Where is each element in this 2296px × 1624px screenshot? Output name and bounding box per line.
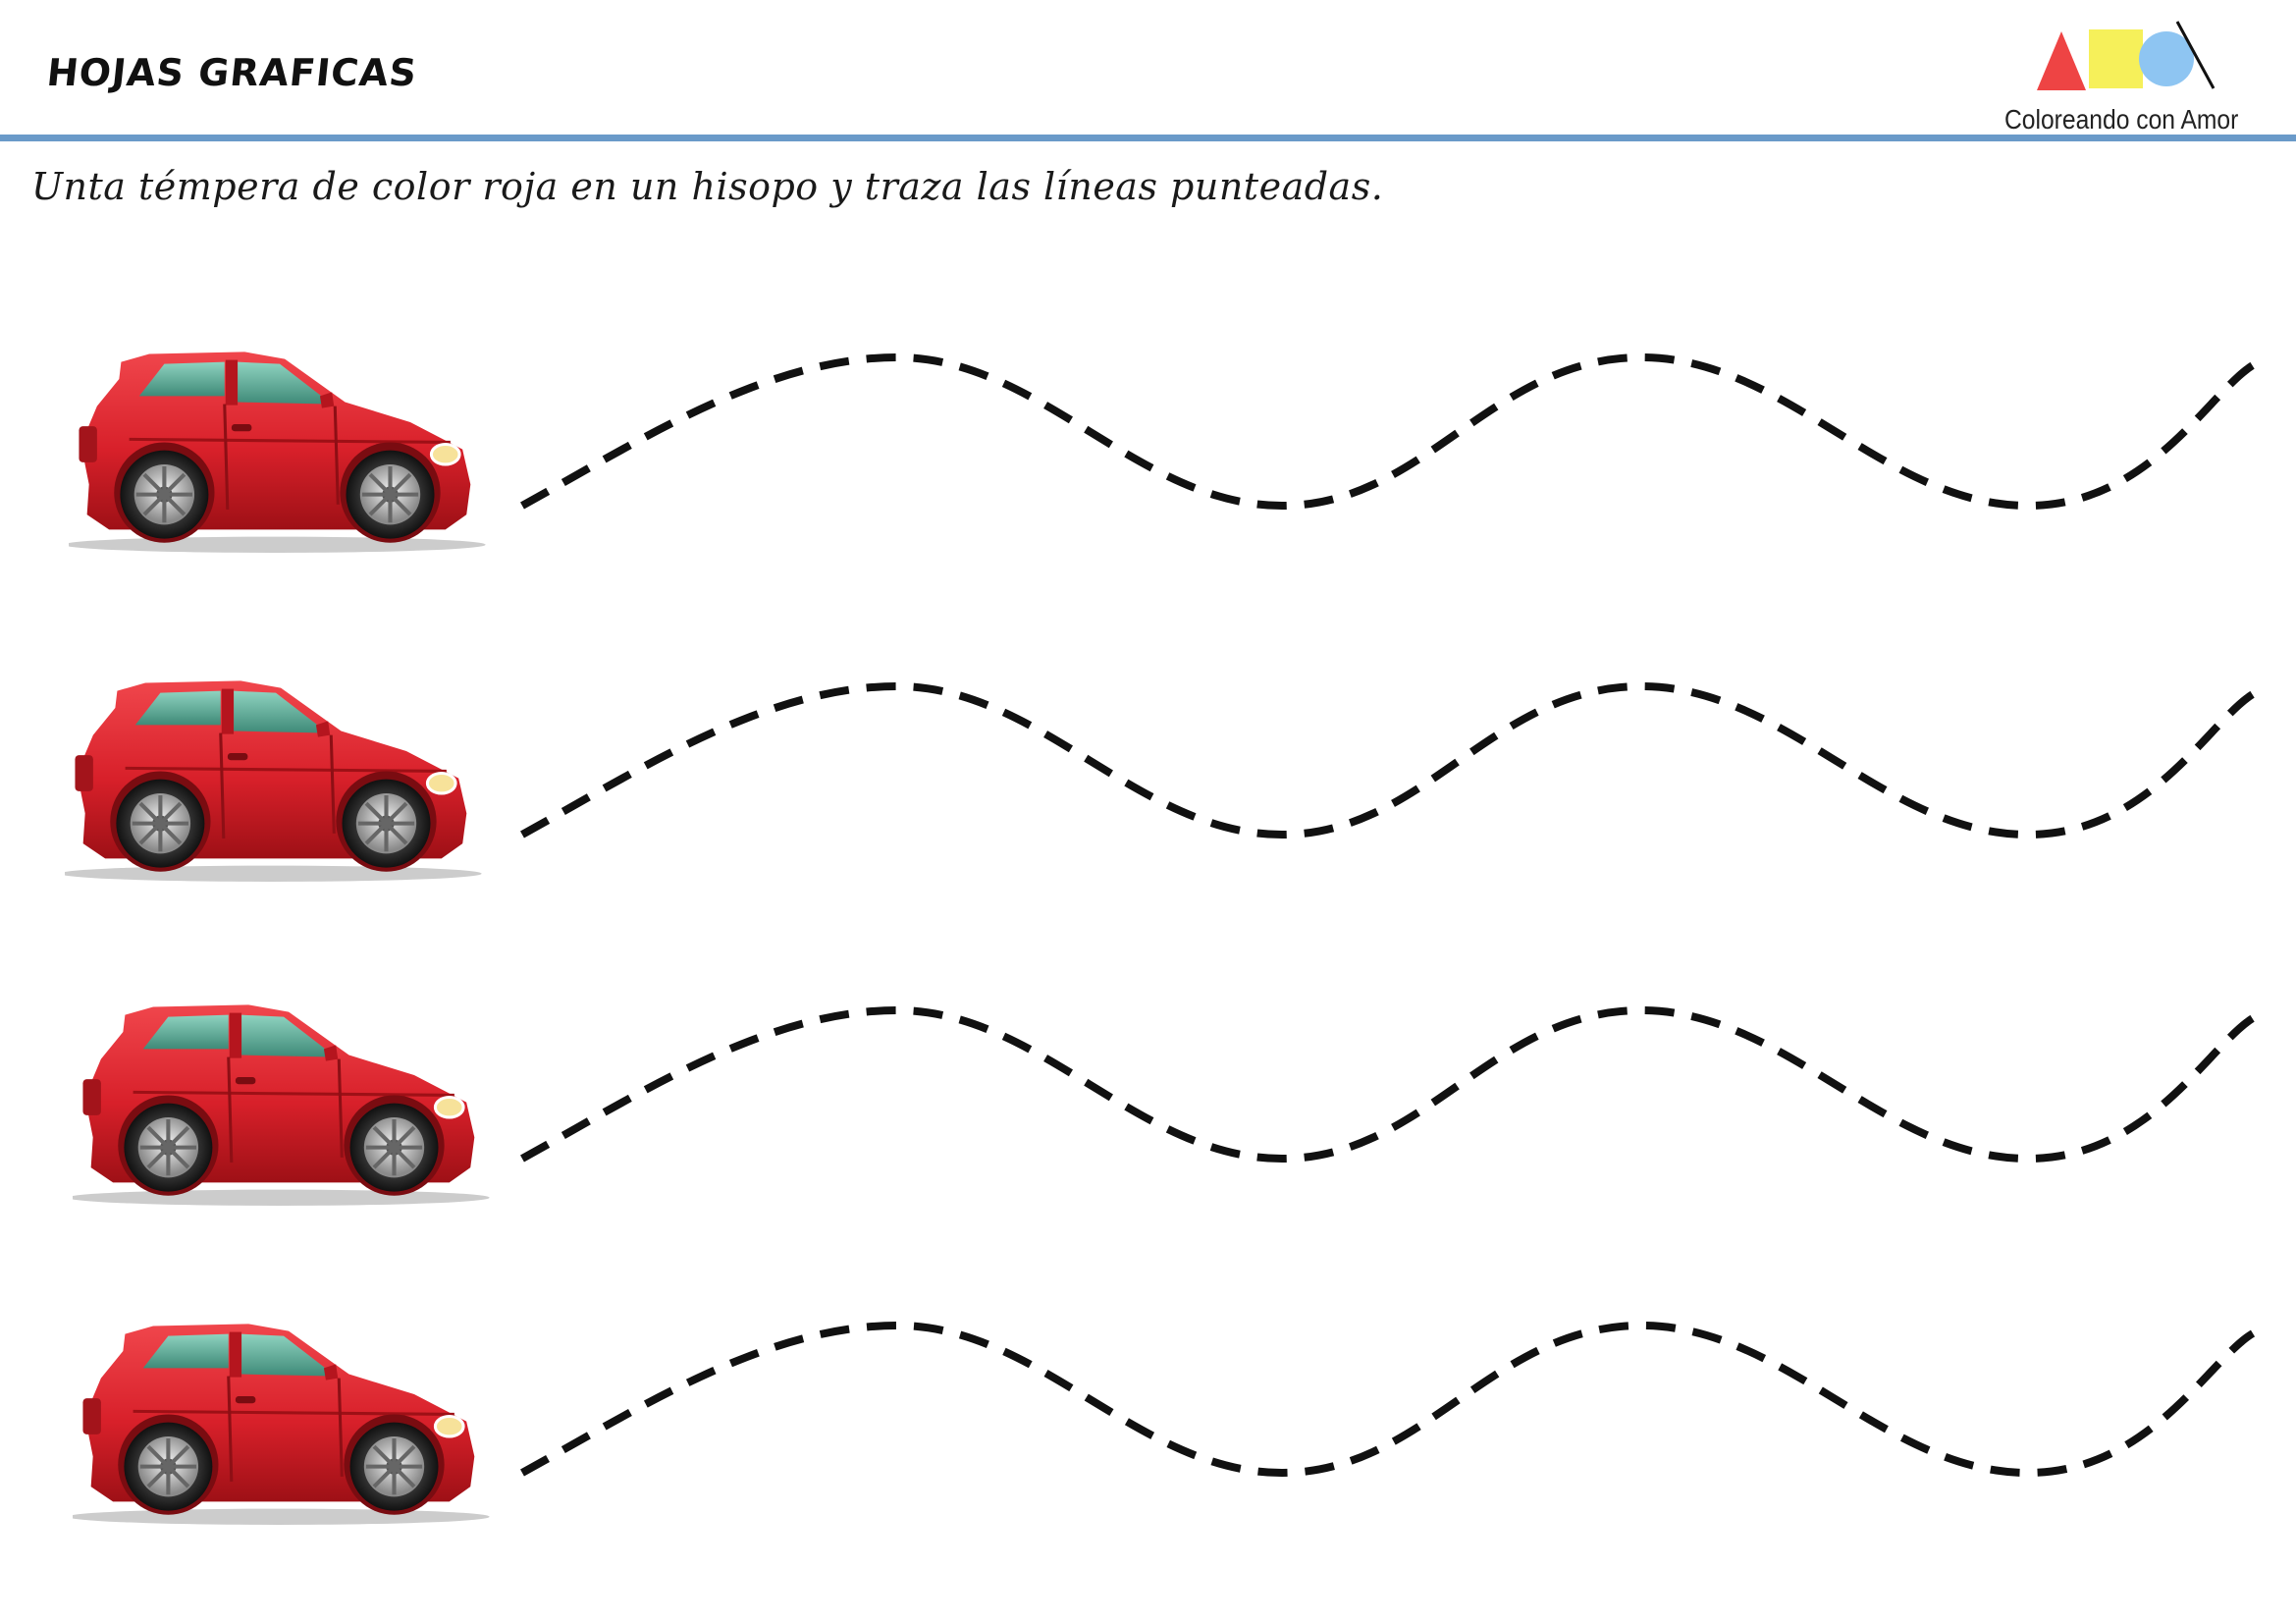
tracing-row [0,1306,2296,1600]
header-divider [0,135,2296,141]
shapes-logo-icon [2037,21,2216,90]
tracing-row [0,663,2296,957]
page-title: HOJAS GRAFICAS [44,51,420,94]
dashed-wave-line[interactable] [0,1306,2296,1600]
dashed-wave-line[interactable] [0,663,2296,957]
dashed-wave-line[interactable] [0,334,2296,628]
dashed-wave-line[interactable] [0,987,2296,1281]
tracing-row [0,334,2296,628]
tracing-row [0,987,2296,1281]
brand-logo: Coloreando con Amor [1993,20,2287,135]
brand-name: Coloreando con Amor [2004,104,2239,135]
instruction-text: Unta témpera de color roja en un hisopo … [31,165,1384,208]
